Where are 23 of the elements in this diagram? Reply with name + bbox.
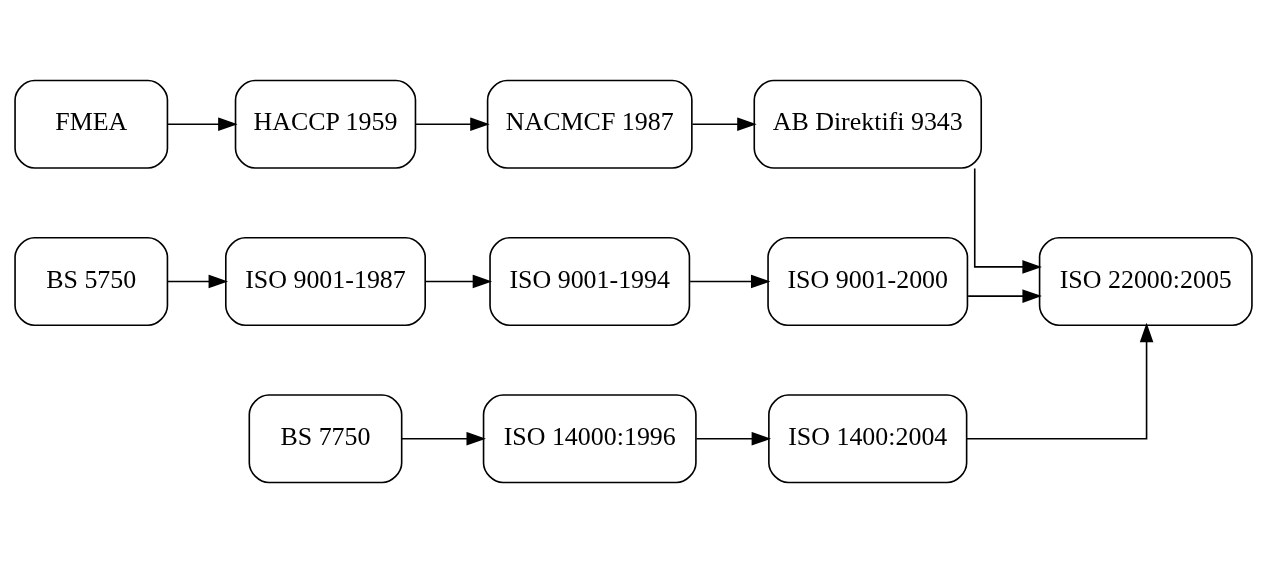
node-box: ISO 1400:2004 [768,394,968,484]
node-box: ISO 9001-1987 [225,236,426,327]
arrow [414,117,490,132]
arrow [966,322,1154,440]
arrow [695,431,772,446]
node-box: ISO 22000:2005 [1038,236,1253,327]
node-box: FMEA [14,79,169,169]
arrow [401,431,486,446]
node-box: BS 5750 [14,236,169,327]
arrow [689,274,771,289]
node-box: HACCP 1959 [234,79,417,169]
node-box: BS 7750 [248,394,403,484]
arrow [424,274,493,289]
arrow [167,117,238,132]
arrow [967,289,1042,303]
arrow [973,167,1042,274]
node-box: ISO 9001-1994 [489,236,691,327]
node-box: ISO 14000:1996 [482,394,697,484]
arrow [167,274,229,289]
node-box: AB Direktifi 9343 [753,79,983,169]
arrow [691,117,757,132]
node-box: ISO 9001-2000 [767,236,969,327]
node-box: NACMCF 1987 [486,79,693,169]
